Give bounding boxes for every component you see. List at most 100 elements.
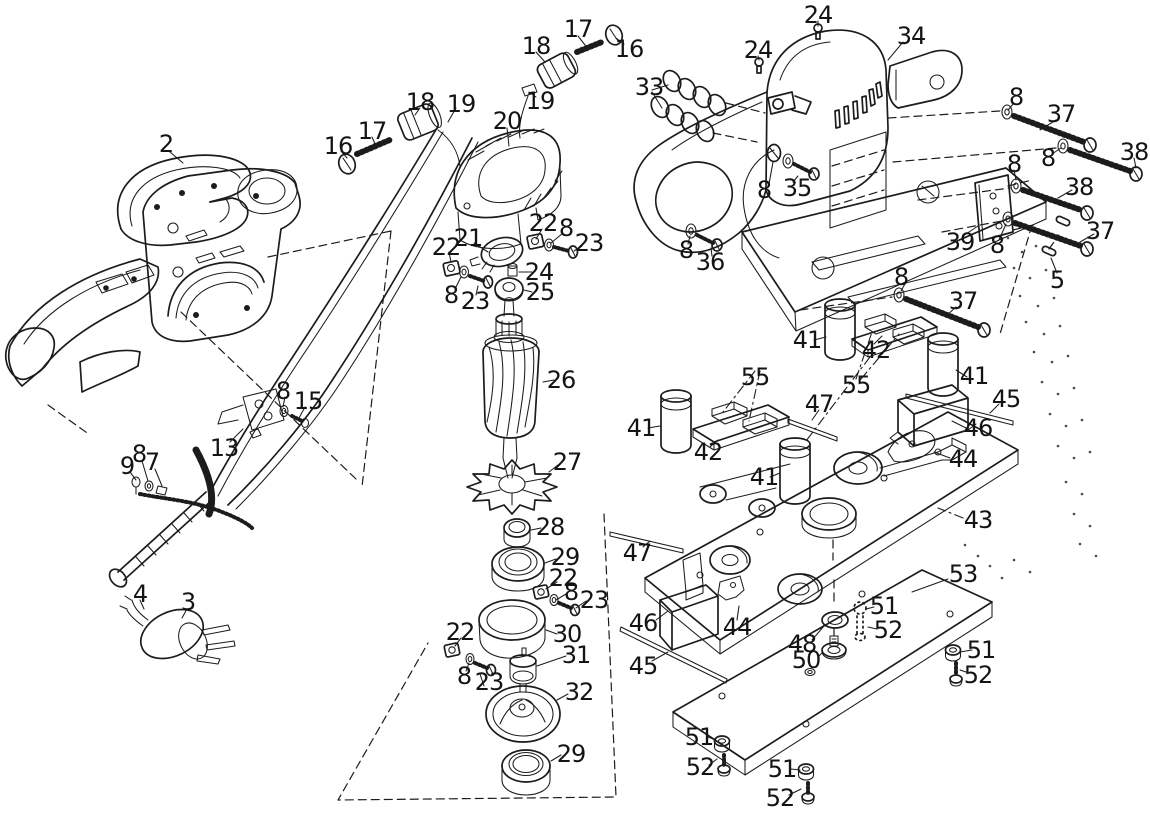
pad-blocks xyxy=(692,313,938,451)
part-label-35: 35 xyxy=(782,174,813,202)
part-label-2: 2 xyxy=(158,130,174,158)
rod-brackets xyxy=(659,384,977,651)
part-label-8: 8 xyxy=(756,176,772,204)
part-label-51: 51 xyxy=(966,636,997,664)
part-label-53: 53 xyxy=(948,560,979,588)
part-label-19: 19 xyxy=(446,90,477,118)
orbit-sub-base xyxy=(644,411,1019,655)
part-label-29: 29 xyxy=(556,740,587,768)
housing-lower-shell xyxy=(4,258,160,393)
brush-holder-top xyxy=(518,24,624,139)
part-label-8: 8 xyxy=(563,578,579,606)
part-label-51: 51 xyxy=(869,592,900,620)
handle-grips xyxy=(650,69,727,143)
part-label-41: 41 xyxy=(792,326,823,354)
housing-upper-shell xyxy=(116,154,252,247)
part-label-8: 8 xyxy=(456,662,472,690)
part-label-47: 47 xyxy=(622,539,653,567)
part-label-51: 51 xyxy=(684,723,715,751)
part-label-22: 22 xyxy=(528,209,559,237)
part-label-52: 52 xyxy=(685,753,716,781)
part-label-46: 46 xyxy=(628,609,659,637)
part-label-23: 23 xyxy=(574,229,605,257)
part-label-21: 21 xyxy=(453,224,484,252)
part-label-8: 8 xyxy=(558,214,574,242)
part-label-25: 25 xyxy=(525,278,556,306)
part-label-41: 41 xyxy=(626,414,657,442)
part-label-5: 5 xyxy=(1049,266,1065,294)
part-label-47: 47 xyxy=(804,390,835,418)
part-label-24: 24 xyxy=(803,1,834,29)
part-label-55: 55 xyxy=(740,363,771,391)
bottom-plate xyxy=(672,569,993,776)
part-label-43: 43 xyxy=(963,506,994,534)
part-label-8: 8 xyxy=(1040,144,1056,172)
part-label-8: 8 xyxy=(275,377,291,405)
part-label-46: 46 xyxy=(963,414,994,442)
part-label-16: 16 xyxy=(614,35,645,63)
power-cord-and-plug xyxy=(108,127,479,665)
part-label-29: 29 xyxy=(550,543,581,571)
part-label-34: 34 xyxy=(896,22,927,50)
part-label-32: 32 xyxy=(564,678,595,706)
part-label-24: 24 xyxy=(524,258,555,286)
part-label-8: 8 xyxy=(131,440,147,468)
part-label-36: 36 xyxy=(695,248,726,276)
part-label-39: 39 xyxy=(945,228,976,256)
part-label-45: 45 xyxy=(991,385,1022,413)
part-label-28: 28 xyxy=(535,513,566,541)
part-label-37: 37 xyxy=(1085,217,1116,245)
leader-lines xyxy=(129,20,1137,796)
mounting-screws xyxy=(893,104,1143,338)
pad-hardware xyxy=(713,601,963,805)
part-label-44: 44 xyxy=(722,613,753,641)
part-label-26: 26 xyxy=(546,366,577,394)
housing-main-half xyxy=(142,167,301,343)
part-label-37: 37 xyxy=(1046,100,1077,128)
part-label-51: 51 xyxy=(767,755,798,783)
field-clamp-and-bearing xyxy=(442,233,579,302)
field-coil xyxy=(453,128,563,250)
part-label-7: 7 xyxy=(144,448,160,476)
part-label-55: 55 xyxy=(841,371,872,399)
part-label-15: 15 xyxy=(293,387,324,415)
part-label-4: 4 xyxy=(132,580,148,608)
part-label-24: 24 xyxy=(743,36,774,64)
part-label-22: 22 xyxy=(548,564,579,592)
brush-lead-parts xyxy=(131,476,254,530)
part-label-30: 30 xyxy=(552,620,583,648)
part-label-22: 22 xyxy=(431,233,462,261)
part-label-9: 9 xyxy=(119,452,135,480)
part-label-38: 38 xyxy=(1119,138,1150,166)
part-label-42: 42 xyxy=(693,438,724,466)
part-label-27: 27 xyxy=(552,448,583,476)
part-label-52: 52 xyxy=(873,616,904,644)
part-label-18: 18 xyxy=(405,88,436,116)
bearing-spindle-stack xyxy=(443,546,581,796)
fan xyxy=(466,459,558,515)
part-label-8: 8 xyxy=(1008,83,1024,111)
part-label-8: 8 xyxy=(989,231,1005,259)
part-label-8: 8 xyxy=(678,236,694,264)
part-label-45: 45 xyxy=(628,652,659,680)
part-label-52: 52 xyxy=(765,784,796,812)
part-label-38: 38 xyxy=(1064,173,1095,201)
part-label-16: 16 xyxy=(323,132,354,160)
stipple-dots xyxy=(963,236,1098,580)
part-label-50: 50 xyxy=(791,646,822,674)
part-label-19: 19 xyxy=(525,87,556,115)
part-label-8: 8 xyxy=(893,263,909,291)
part-label-37: 37 xyxy=(948,287,979,315)
part-label-44: 44 xyxy=(948,445,979,473)
part-label-17: 17 xyxy=(563,15,594,43)
part-label-33: 33 xyxy=(634,73,665,101)
part-label-31: 31 xyxy=(561,641,592,669)
guide-rods xyxy=(609,393,1014,684)
part-label-8: 8 xyxy=(443,281,459,309)
part-label-41: 41 xyxy=(749,463,780,491)
part-label-8: 8 xyxy=(1006,150,1022,178)
part-label-13: 13 xyxy=(209,434,240,462)
part-label-23: 23 xyxy=(579,586,610,614)
